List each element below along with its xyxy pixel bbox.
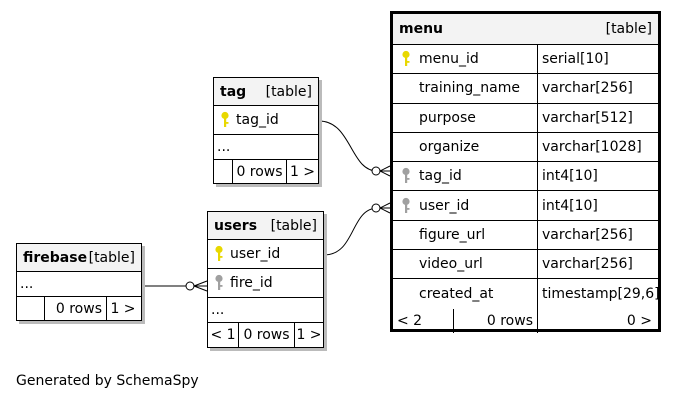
children-link[interactable]: 1 > <box>294 323 323 347</box>
column-row[interactable]: tag_id <box>214 106 318 135</box>
rel-users-menu-optional <box>371 203 381 213</box>
rel-firebase-users-optional <box>185 281 195 291</box>
row-count: 0 rows <box>453 308 537 333</box>
column-name: user_id <box>419 197 470 214</box>
column-name: purpose <box>419 109 476 126</box>
column-row[interactable]: video_url varchar[256] <box>393 250 658 280</box>
column-row[interactable]: figure_url varchar[256] <box>393 220 658 251</box>
children-link[interactable]: 1 > <box>286 160 318 183</box>
table-kind: [table] <box>265 83 312 100</box>
column-row[interactable]: fire_id <box>208 269 323 298</box>
column-row[interactable]: user_id <box>208 240 323 269</box>
row-count: 0 rows <box>232 160 286 183</box>
parents-link[interactable] <box>214 160 232 183</box>
column-row[interactable]: tag_id int4[10] <box>393 162 658 192</box>
column-type: timestamp[29,6] <box>537 279 660 309</box>
table-header: menu [table] <box>393 14 658 45</box>
table-name: menu <box>399 21 444 37</box>
rel-users-menu-crowfoot <box>379 202 391 214</box>
column-name: tag_id <box>419 168 462 185</box>
column-row[interactable]: organize varchar[1028] <box>393 132 658 163</box>
column-type: serial[10] <box>537 45 658 74</box>
parents-link[interactable]: < 2 <box>397 312 423 329</box>
column-name: organize <box>419 139 480 156</box>
ellipsis-row: ... <box>17 272 141 297</box>
ellipsis: ... <box>211 302 225 318</box>
column-type: varchar[256] <box>537 250 658 279</box>
column-name: figure_url <box>419 226 486 243</box>
table-footer: < 1 0 rows 1 > <box>208 323 323 347</box>
table-firebase[interactable]: firebase [table] ... 0 rows 1 > <box>16 243 142 321</box>
table-kind: [table] <box>270 217 317 234</box>
column-type: int4[10] <box>537 162 658 191</box>
ellipsis-row: ... <box>208 298 323 323</box>
column-name: created_at <box>419 286 494 303</box>
parents-link[interactable]: < 1 <box>210 327 236 343</box>
table-footer: 0 rows 1 > <box>214 160 318 183</box>
row-count: 0 rows <box>238 323 294 347</box>
column-name: tag_id <box>236 112 279 128</box>
column-type: int4[10] <box>537 191 658 220</box>
primary-key-icon <box>393 50 419 68</box>
table-footer: < 2 0 rows 0 > <box>393 308 658 333</box>
column-name: user_id <box>230 246 281 262</box>
children-link[interactable]: 0 > <box>537 308 658 333</box>
ellipsis-row: ... <box>214 135 318 160</box>
foreign-key-icon <box>208 274 230 292</box>
table-name: users <box>214 217 258 234</box>
rel-tag-menu <box>318 120 379 172</box>
parents-link[interactable] <box>17 297 44 320</box>
column-row[interactable]: created_at timestamp[29,6] <box>393 279 660 309</box>
table-kind: [table] <box>605 21 652 37</box>
row-count: 0 rows <box>44 297 106 320</box>
column-row[interactable]: user_id int4[10] <box>393 191 658 221</box>
column-type: varchar[256] <box>537 220 658 250</box>
primary-key-icon <box>214 111 236 129</box>
rel-tag-menu-crowfoot <box>379 165 391 177</box>
column-name: video_url <box>419 256 483 273</box>
table-footer: 0 rows 1 > <box>17 297 141 320</box>
column-type: varchar[512] <box>537 103 658 132</box>
column-row[interactable]: purpose varchar[512] <box>393 103 658 133</box>
foreign-key-icon <box>393 167 419 185</box>
table-kind: [table] <box>88 249 135 266</box>
children-link[interactable]: 1 > <box>106 297 139 320</box>
column-name: fire_id <box>230 275 273 291</box>
table-name: firebase <box>23 249 88 266</box>
generated-by-caption: Generated by SchemaSpy <box>16 373 199 389</box>
ellipsis: ... <box>20 276 34 292</box>
table-users[interactable]: users [table] user_id fire_id ... < 1 0 … <box>207 211 324 348</box>
column-row[interactable]: menu_id serial[10] <box>393 45 658 75</box>
column-name: menu_id <box>419 51 479 68</box>
column-type: varchar[256] <box>537 74 658 103</box>
rel-tag-menu-optional <box>371 166 381 176</box>
column-name: training_name <box>419 80 520 97</box>
primary-key-icon <box>208 245 230 263</box>
rel-firebase-users-crowfoot <box>193 280 208 292</box>
table-tag[interactable]: tag [table] tag_id ... 0 rows 1 > <box>213 77 319 184</box>
table-name: tag <box>220 83 247 100</box>
rel-users-menu <box>323 207 379 256</box>
column-type: varchar[1028] <box>537 132 658 162</box>
table-header: firebase [table] <box>17 244 141 272</box>
table-header: tag [table] <box>214 78 318 106</box>
table-header: users [table] <box>208 212 323 240</box>
column-row[interactable]: training_name varchar[256] <box>393 74 658 104</box>
foreign-key-icon <box>393 197 419 215</box>
ellipsis: ... <box>217 139 231 155</box>
